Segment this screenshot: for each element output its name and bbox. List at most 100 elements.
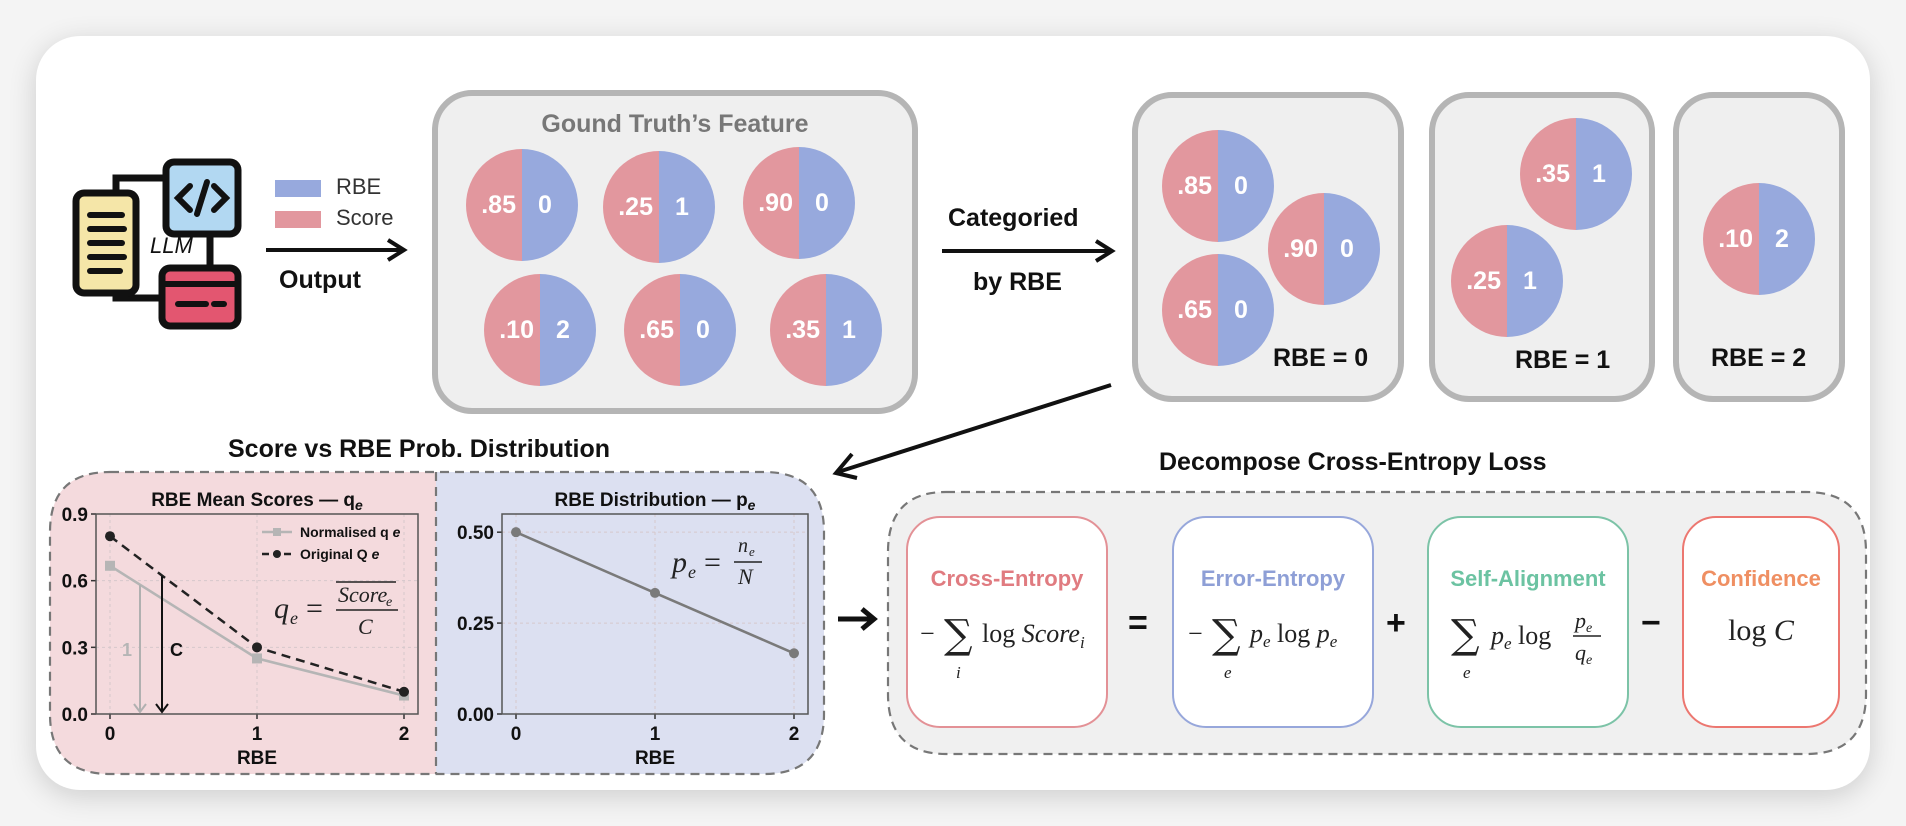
categorized-label-2: by RBE — [973, 268, 1062, 296]
svg-text:pe log pe: pe log pe — [1248, 619, 1338, 651]
y-tick-label: 0.25 — [457, 614, 494, 635]
formula-num-sub: e — [749, 544, 755, 559]
svg-text:∑: ∑ — [1212, 612, 1241, 658]
formula-den: C — [358, 614, 373, 639]
output-label: Output — [279, 266, 361, 294]
equals-operator: = — [1128, 604, 1148, 642]
term-title: Confidence — [1701, 566, 1821, 591]
data-point — [399, 686, 409, 697]
legend-swatch-rbe — [275, 180, 321, 197]
llm-label: LLM — [150, 233, 193, 258]
legend-label: Original Q e — [300, 546, 380, 562]
term-confidence: Confidence log C — [1682, 516, 1840, 728]
minus-operator: − — [1641, 604, 1661, 642]
output-arrow-icon — [266, 238, 408, 262]
y-tick-label: 0.9 — [62, 505, 88, 526]
chart-title: RBE Distribution — pe — [555, 490, 756, 513]
formula-lhs: q — [274, 592, 289, 625]
term-cross-entropy: Cross-Entropy − ∑ i log Scorei — [906, 516, 1108, 728]
term-title: Self-Alignment — [1450, 566, 1606, 591]
plus-operator: + — [1386, 604, 1406, 642]
legend-label-rbe: RBE — [336, 174, 382, 199]
formula-num: Score — [338, 582, 388, 607]
legend-marker — [273, 528, 281, 536]
plot-frame — [501, 513, 809, 715]
data-point — [105, 531, 115, 542]
data-point — [511, 527, 521, 538]
x-axis-label: RBE — [635, 748, 675, 769]
decompose-title: Decompose Cross-Entropy Loss — [1159, 448, 1547, 476]
x-tick-label: 1 — [252, 724, 263, 745]
formula-eq: = — [306, 592, 323, 625]
svg-text:e: e — [1224, 663, 1232, 682]
term-title: Error-Entropy — [1200, 566, 1346, 591]
arrow-c-label: C — [170, 640, 183, 660]
svg-text:e: e — [1463, 663, 1471, 682]
term-self-alignment: Self-Alignment ∑ e pe log pe qe — [1427, 516, 1629, 728]
x-tick-label: 2 — [789, 724, 800, 745]
dist-section-title: Score vs RBE Prob. Distribution — [228, 435, 611, 463]
total-c-arrowhead — [155, 703, 169, 714]
legend-label: Normalised q e — [300, 524, 401, 540]
formula-num-sub: e — [386, 595, 392, 610]
legend-marker — [273, 550, 281, 558]
ground-truth-title: Gound Truth’s Feature — [541, 110, 809, 138]
formula-eq: = — [704, 546, 721, 579]
x-tick-label: 0 — [105, 724, 116, 745]
y-tick-label: 0.6 — [62, 572, 88, 593]
y-tick-label: 0.3 — [62, 638, 88, 659]
svg-text:i: i — [956, 663, 961, 682]
formula-sub: e — [290, 608, 298, 628]
y-tick-label: 0.0 — [62, 705, 88, 726]
llm-icon — [72, 158, 242, 330]
svg-text:∑: ∑ — [1451, 612, 1480, 658]
svg-text:−: − — [920, 619, 935, 648]
svg-text:pe log: pe log — [1489, 621, 1551, 653]
x-axis-label: RBE — [237, 748, 277, 769]
plot-frame — [95, 513, 419, 715]
cross-entropy-formula: − ∑ i log Scorei — [920, 612, 1085, 682]
group-label: RBE = 2 — [1711, 344, 1807, 372]
x-tick-label: 0 — [511, 724, 522, 745]
data-point — [789, 648, 799, 659]
term-title: Cross-Entropy — [930, 566, 1084, 591]
svg-text:−: − — [1188, 619, 1203, 648]
categorized-label-1: Categoried — [948, 204, 1079, 232]
normalise-arrowhead — [133, 703, 147, 714]
categorize-arrow-icon — [942, 239, 1116, 263]
term-error-entropy: Error-Entropy − ∑ e pe log pe — [1172, 516, 1374, 728]
y-tick-label: 0.00 — [457, 705, 494, 726]
formula-sub: e — [688, 562, 696, 582]
svg-text:qe: qe — [1575, 640, 1592, 668]
x-tick-label: 2 — [399, 724, 410, 745]
formula-den: N — [737, 564, 754, 589]
group-label: RBE = 0 — [1273, 344, 1369, 372]
feedback-arrow-icon — [832, 383, 1112, 480]
formula-lhs: p — [670, 546, 687, 579]
svg-text:∑: ∑ — [944, 612, 973, 658]
chart-title: RBE Mean Scores — qe — [151, 490, 363, 513]
group-label: RBE = 1 — [1515, 346, 1611, 374]
error-entropy-formula: − ∑ e pe log pe — [1188, 612, 1338, 682]
x-tick-label: 1 — [650, 724, 661, 745]
confidence-formula: log C — [1728, 614, 1794, 647]
arrow-1-label: 1 — [122, 640, 132, 660]
legend-swatch-score — [275, 211, 321, 228]
data-point — [105, 560, 115, 571]
